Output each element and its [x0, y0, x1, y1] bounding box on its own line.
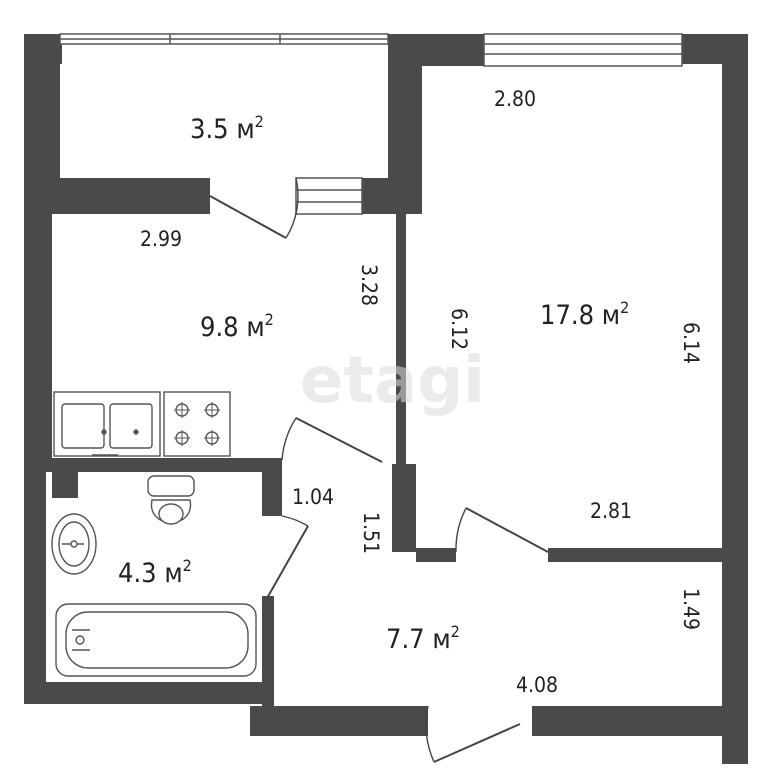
dim-kitchen-top: 2.99	[140, 227, 182, 251]
hall-area-superscript: 2	[451, 622, 460, 641]
wall-center-thin	[396, 214, 406, 464]
balcony-area-label: 3.5 м2	[190, 112, 264, 145]
stove	[163, 391, 231, 457]
living-area-value: 17.8 м	[540, 300, 620, 331]
door-living	[455, 507, 549, 553]
wall-kitchen-bottom	[24, 458, 282, 472]
bathtub	[55, 603, 257, 677]
wall-balcony-bottom-left	[24, 178, 210, 214]
balcony-area-superscript: 2	[255, 112, 264, 131]
door-balcony	[209, 177, 299, 239]
balcony-area-value: 3.5 м	[190, 114, 255, 145]
bathroom-area-value: 4.3 м	[118, 558, 183, 589]
wall-living-bottom-left	[416, 548, 456, 562]
wall-bottom-left	[24, 682, 274, 704]
dim-living-bottom: 2.81	[590, 499, 632, 523]
dim-corridor-top: 1.04	[292, 485, 334, 509]
wall-kitchen-left	[24, 214, 52, 464]
sink-double	[53, 391, 161, 457]
windows	[59, 33, 683, 215]
hall-area-value: 7.7 м	[386, 624, 451, 655]
bathroom-area-superscript: 2	[183, 556, 192, 575]
washbasin	[51, 513, 97, 575]
door-bathroom	[265, 515, 309, 601]
wall-living-bottom-right	[548, 548, 728, 562]
wall-left-lower	[24, 464, 46, 704]
dim-corridor-side: 1.51	[359, 512, 383, 554]
window-balcony	[59, 33, 389, 45]
hall-area-label: 7.7 м2	[386, 622, 460, 655]
dim-kitchen-right: 3.28	[357, 264, 381, 306]
kitchen-area-label: 9.8 м2	[200, 310, 274, 343]
doors	[209, 177, 549, 763]
dim-living-left: 6.12	[447, 308, 471, 350]
bathroom-area-label: 4.3 м2	[118, 556, 192, 589]
door-kitchen	[281, 417, 383, 463]
wall-bath-right	[262, 596, 274, 706]
living-area-superscript: 2	[620, 298, 629, 317]
door-entrance	[425, 705, 521, 763]
kitchen-area-value: 9.8 м	[200, 312, 265, 343]
wall-bath-corner-block	[52, 472, 78, 498]
wall-bath-stub	[262, 464, 282, 516]
dim-hall-bottom: 4.08	[516, 673, 558, 697]
wall-hall-bottom-right	[532, 706, 748, 736]
living-area-label: 17.8 м2	[540, 298, 629, 331]
wall-corridor-block	[392, 464, 416, 552]
watermark: etagi	[300, 344, 485, 418]
window-kitchen-balcony	[295, 177, 363, 215]
dim-living-top: 2.80	[494, 87, 536, 111]
wall-right	[722, 34, 748, 764]
walls	[24, 34, 748, 764]
window-living	[483, 33, 683, 67]
dim-hall-right: 1.49	[679, 588, 703, 630]
wall-hall-bottom-left	[250, 706, 428, 736]
dim-living-right: 6.14	[679, 322, 703, 364]
wall-center-vertical	[388, 34, 422, 214]
toilet	[147, 475, 195, 525]
kitchen-area-superscript: 2	[265, 310, 274, 329]
